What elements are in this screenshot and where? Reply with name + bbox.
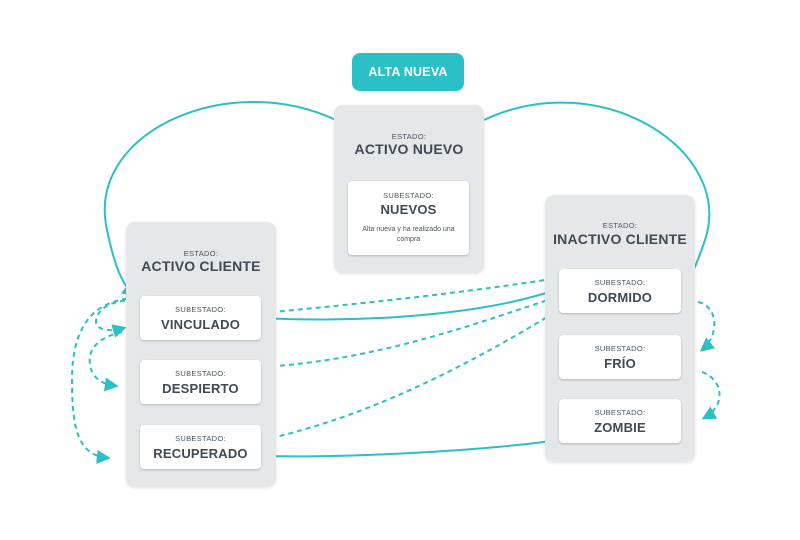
subestado-card-nuevos: SUBESTADO: NUEVOS Alta nueva y ha realiz… — [348, 181, 469, 255]
subestado-card-frio: SUBESTADO: FRÍO — [559, 335, 681, 379]
subestado-card-despierto: SUBESTADO: DESPIERTO — [140, 360, 261, 404]
arrow-right-loop-lower — [701, 371, 721, 420]
estado-name: ACTIVO NUEVO — [354, 141, 464, 157]
subestado-label: SUBESTADO: — [594, 344, 646, 353]
subestado-label: SUBESTADO: — [175, 369, 226, 378]
estado-label: ESTADO: — [183, 249, 219, 258]
subestado-label: SUBESTADO: — [594, 278, 646, 287]
subestado-name: DORMIDO — [587, 290, 653, 305]
subestado-label: SUBESTADO: — [175, 434, 226, 443]
arrow-zombie-to-recuperado — [259, 439, 561, 464]
estado-inactivo-cliente-panel: ESTADO: INACTIVO CLIENTE SUBESTADO: DORM… — [545, 195, 695, 462]
arrow-recuperado-to-dormido — [261, 306, 565, 441]
subestado-name: ZOMBIE — [594, 420, 646, 435]
arrow-dormido-to-vinculado — [259, 288, 559, 326]
estado-label: ESTADO: — [391, 132, 427, 141]
subestado-label: SUBESTADO: — [175, 305, 226, 314]
subestado-card-dormido: SUBESTADO: DORMIDO — [559, 269, 681, 313]
arrow-left-loop-middle — [88, 331, 123, 392]
subestado-name: FRÍO — [604, 356, 636, 371]
subestado-card-recuperado: SUBESTADO: RECUPERADO — [140, 425, 261, 469]
subestado-name: VINCULADO — [160, 317, 241, 332]
subestado-name: DESPIERTO — [162, 381, 239, 396]
subestado-name: NUEVOS — [380, 202, 437, 217]
subestado-card-zombie: SUBESTADO: ZOMBIE — [559, 399, 681, 443]
subestado-label: SUBESTADO: — [383, 191, 434, 200]
arrow-vinculado-to-dormido — [261, 272, 561, 314]
estado-activo-cliente-panel: ESTADO: ACTIVO CLIENTE SUBESTADO: VINCUL… — [126, 222, 276, 487]
alta-nueva-badge: ALTA NUEVA — [352, 53, 464, 91]
estado-name: ACTIVO CLIENTE — [141, 258, 261, 274]
estado-activo-nuevo-panel: ESTADO: ACTIVO NUEVO SUBESTADO: NUEVOS A… — [334, 105, 484, 273]
subestado-name: RECUPERADO — [153, 446, 248, 461]
estado-name: INACTIVO CLIENTE — [553, 231, 687, 247]
subestado-card-vinculado: SUBESTADO: VINCULADO — [140, 296, 261, 340]
arrow-right-loop-upper — [697, 301, 716, 352]
subestado-description: Alta nueva y ha realizado una compra — [362, 226, 455, 243]
subestado-label: SUBESTADO: — [594, 408, 646, 417]
arrow-despierto-to-dormido — [261, 292, 563, 368]
estado-label: ESTADO: — [602, 221, 638, 230]
